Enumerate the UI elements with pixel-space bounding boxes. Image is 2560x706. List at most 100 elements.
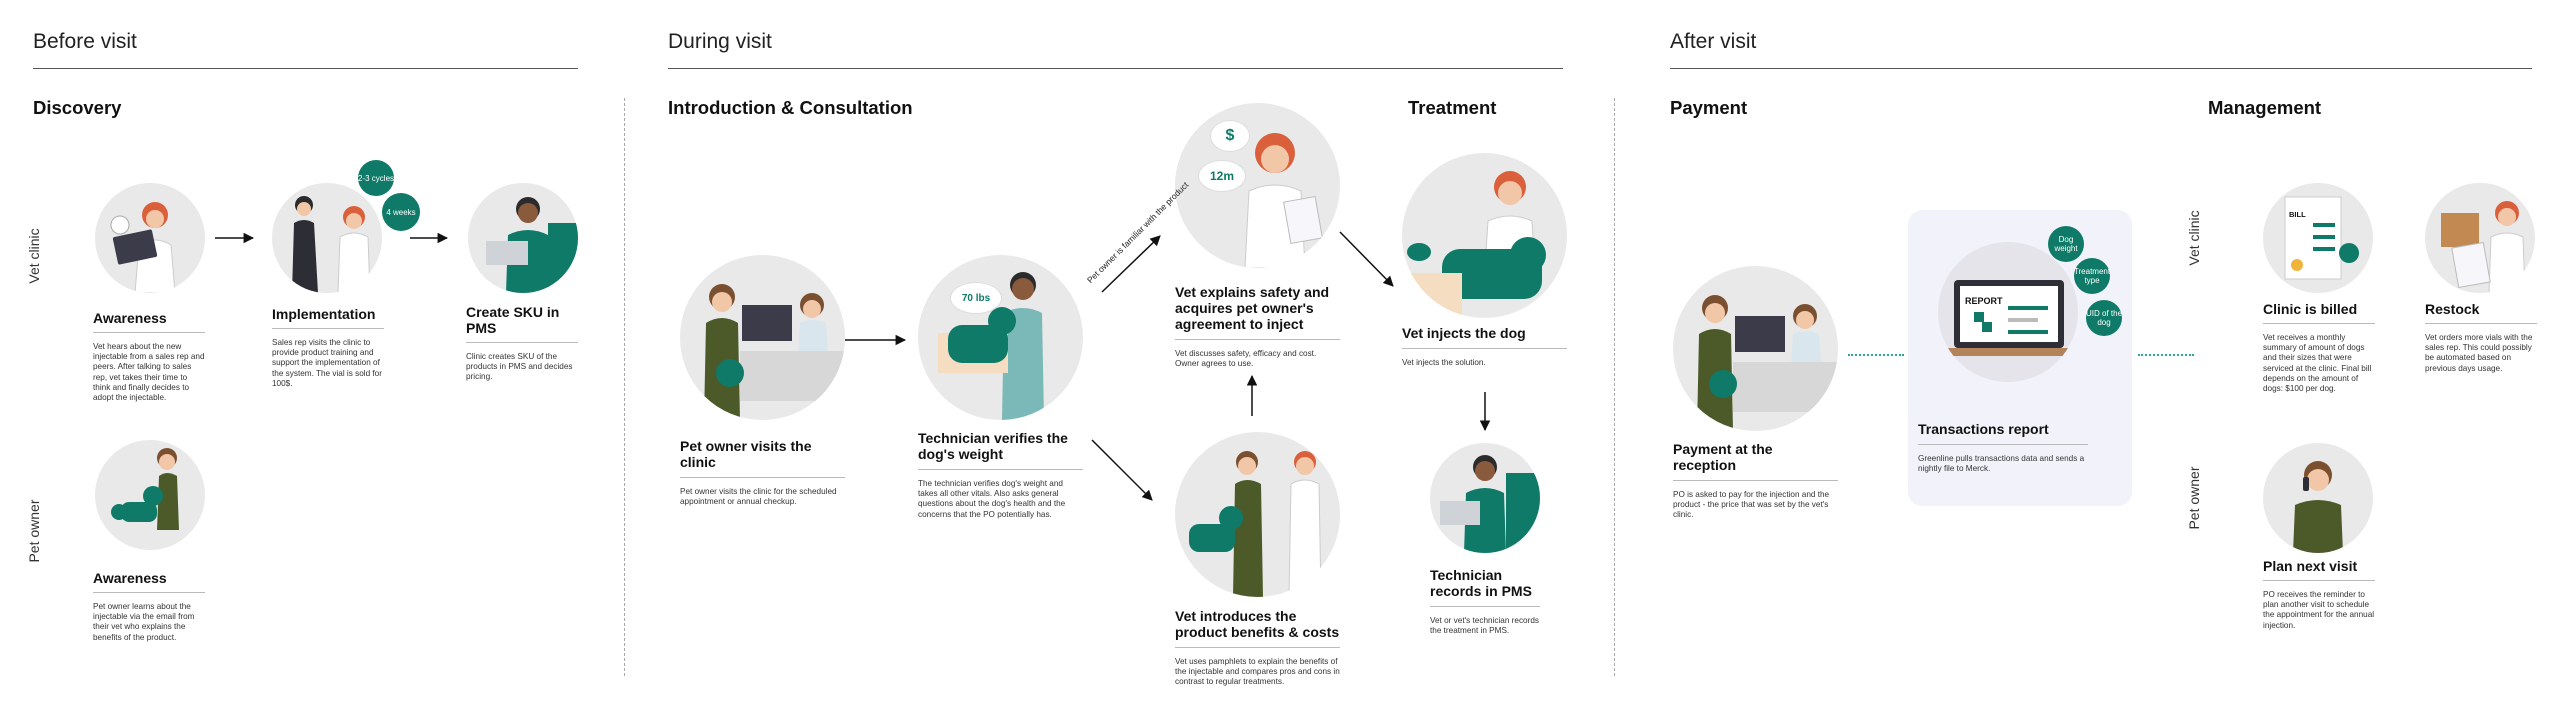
card-title: Vet injects the dog: [1402, 325, 1526, 341]
section-management: Management: [2208, 97, 2322, 118]
card-title: Technician verifies the dog's weight: [918, 430, 1068, 462]
card-desc: Vet injects the solution.: [1402, 358, 1486, 367]
card-awareness-owner: Awareness Pet owner learns about the inj…: [93, 570, 205, 643]
card-title: Transactions report: [1918, 421, 2049, 437]
arrow-verify-to-explain: [1101, 235, 1161, 293]
connector-payment-report: [1848, 354, 1904, 356]
card-desc: Greenline pulls transactions data and se…: [1918, 454, 2085, 474]
phase-before-rule: [33, 68, 578, 69]
divider-during-after: [1614, 98, 1615, 676]
card-rule: [93, 332, 205, 333]
speech-bubble-weight: 70 lbs: [950, 282, 1002, 314]
illustration-vet-with-tablet: [95, 183, 205, 293]
illustration-owner-on-phone: [2263, 443, 2373, 553]
card-desc: Vet receives a monthly summary of amount…: [2263, 333, 2372, 394]
bill-label: BILL: [2289, 210, 2306, 219]
card-rule: [2263, 580, 2375, 581]
illustration-payment-reception: [1673, 266, 1838, 431]
badge-dog-weight: Dog weight: [2048, 226, 2084, 262]
card-rule: [1918, 444, 2088, 445]
arrow-verify-to-introduce: [1091, 439, 1153, 501]
card-create-sku: Create SKU in PMS Clinic creates SKU of …: [466, 304, 578, 383]
section-treatment: Treatment: [1408, 97, 1497, 118]
card-restock: Restock Vet orders more vials with the s…: [2425, 301, 2537, 374]
card-rule: [272, 328, 384, 329]
card-implementation: Implementation Sales rep visits the clin…: [272, 306, 384, 389]
card-desc: The technician verifies dog's weight and…: [918, 479, 1066, 519]
phase-during-rule: [668, 68, 1563, 69]
card-rule: [466, 342, 578, 343]
card-rule: [680, 477, 845, 478]
card-rule: [93, 592, 205, 593]
card-vet-introduces: Vet introduces the product benefits & co…: [1175, 608, 1340, 688]
connector-report-management: [2138, 354, 2194, 356]
card-desc: Pet owner visits the clinic for the sche…: [680, 487, 837, 507]
card-title: Payment at the reception: [1673, 441, 1773, 473]
badge-treatment-type: Treatment type: [2074, 258, 2110, 294]
card-title: Vet explains safety and acquires pet own…: [1175, 284, 1330, 332]
card-tech-records: Technician records in PMS Vet or vet's t…: [1430, 567, 1540, 636]
card-clinic-billed: Clinic is billed Vet receives a monthly …: [2263, 301, 2375, 394]
illustration-reception-desk: [680, 255, 845, 420]
card-title: Technician records in PMS: [1430, 567, 1532, 599]
card-desc: Vet discusses safety, efficacy and cost.…: [1175, 349, 1317, 369]
illustration-sales-rep-handshake: [272, 183, 382, 293]
speech-bubble-dollar: $: [1210, 120, 1250, 152]
illustration-vet-injects-dog: [1402, 153, 1567, 318]
card-rule: [1673, 480, 1838, 481]
card-desc: Vet orders more vials with the sales rep…: [2425, 333, 2533, 373]
illustration-tech-at-laptop: [468, 183, 578, 293]
card-title: Clinic is billed: [2263, 301, 2358, 317]
illustration-vet-shows-pamphlet: [1175, 432, 1340, 597]
card-title: Vet introduces the product benefits & co…: [1175, 608, 1340, 640]
phase-before-visit: Before visit: [33, 30, 137, 53]
teal-dot-decoration: [1407, 243, 1431, 261]
card-pet-owner-visits: Pet owner visits the clinic Pet owner vi…: [680, 438, 845, 507]
illustration-report-laptop: [1938, 242, 2078, 382]
card-rule: [1175, 339, 1340, 340]
card-rule: [2263, 323, 2375, 324]
card-title: Create SKU in PMS: [466, 304, 560, 336]
phase-during-visit: During visit: [668, 30, 772, 53]
section-discovery: Discovery: [33, 97, 122, 118]
report-screen-label: REPORT: [1965, 296, 2003, 306]
divider-before-during: [624, 98, 625, 676]
card-title: Plan next visit: [2263, 558, 2358, 574]
card-vet-explains: Vet explains safety and acquires pet own…: [1175, 284, 1340, 369]
card-plan-next-visit: Plan next visit PO receives the reminder…: [2263, 558, 2375, 631]
badge-cycles: 2-3 cycles: [358, 160, 394, 196]
card-desc: Vet or vet's technician records the trea…: [1430, 616, 1539, 636]
card-tech-verifies: Technician verifies the dog's weight The…: [918, 430, 1083, 520]
card-rule: [1430, 606, 1540, 607]
card-desc: Vet uses pamphlets to explain the benefi…: [1175, 657, 1340, 687]
section-intro-consultation: Introduction & Consultation: [668, 97, 913, 118]
illustration-dog-on-scale: [918, 255, 1083, 420]
card-transactions-report: Transactions report Greenline pulls tran…: [1918, 421, 2088, 474]
section-payment: Payment: [1670, 97, 1748, 118]
phase-after-visit: After visit: [1670, 30, 1757, 53]
phase-after-rule: [1670, 68, 2532, 69]
card-rule: [918, 469, 1083, 470]
illustration-restock: [2425, 183, 2535, 293]
card-awareness-vet: Awareness Vet hears about the new inject…: [93, 310, 205, 403]
card-rule: [2425, 323, 2537, 324]
badge-uid: UID of the dog: [2086, 300, 2122, 336]
arrow-explain-to-inject: [1339, 231, 1394, 287]
card-title: Restock: [2425, 301, 2480, 317]
card-desc: Clinic creates SKU of the products in PM…: [466, 352, 573, 382]
card-desc: Pet owner learns about the injectable vi…: [93, 602, 195, 642]
card-title: Pet owner visits the clinic: [680, 438, 812, 470]
card-payment-reception: Payment at the reception PO is asked to …: [1673, 441, 1838, 521]
card-desc: Vet hears about the new injectable from …: [93, 342, 205, 403]
card-vet-injects: Vet injects the dog Vet injects the solu…: [1402, 325, 1567, 368]
card-desc: PO receives the reminder to plan another…: [2263, 590, 2375, 630]
card-title: Awareness: [93, 570, 167, 586]
card-title: Implementation: [272, 306, 376, 322]
card-rule: [1402, 348, 1567, 349]
card-desc: PO is asked to pay for the injection and…: [1673, 490, 1830, 520]
speech-bubble-months: 12m: [1198, 160, 1246, 192]
card-rule: [1175, 647, 1340, 648]
illustration-bill: [2263, 183, 2373, 293]
badge-weeks: 4 weeks: [382, 193, 420, 231]
